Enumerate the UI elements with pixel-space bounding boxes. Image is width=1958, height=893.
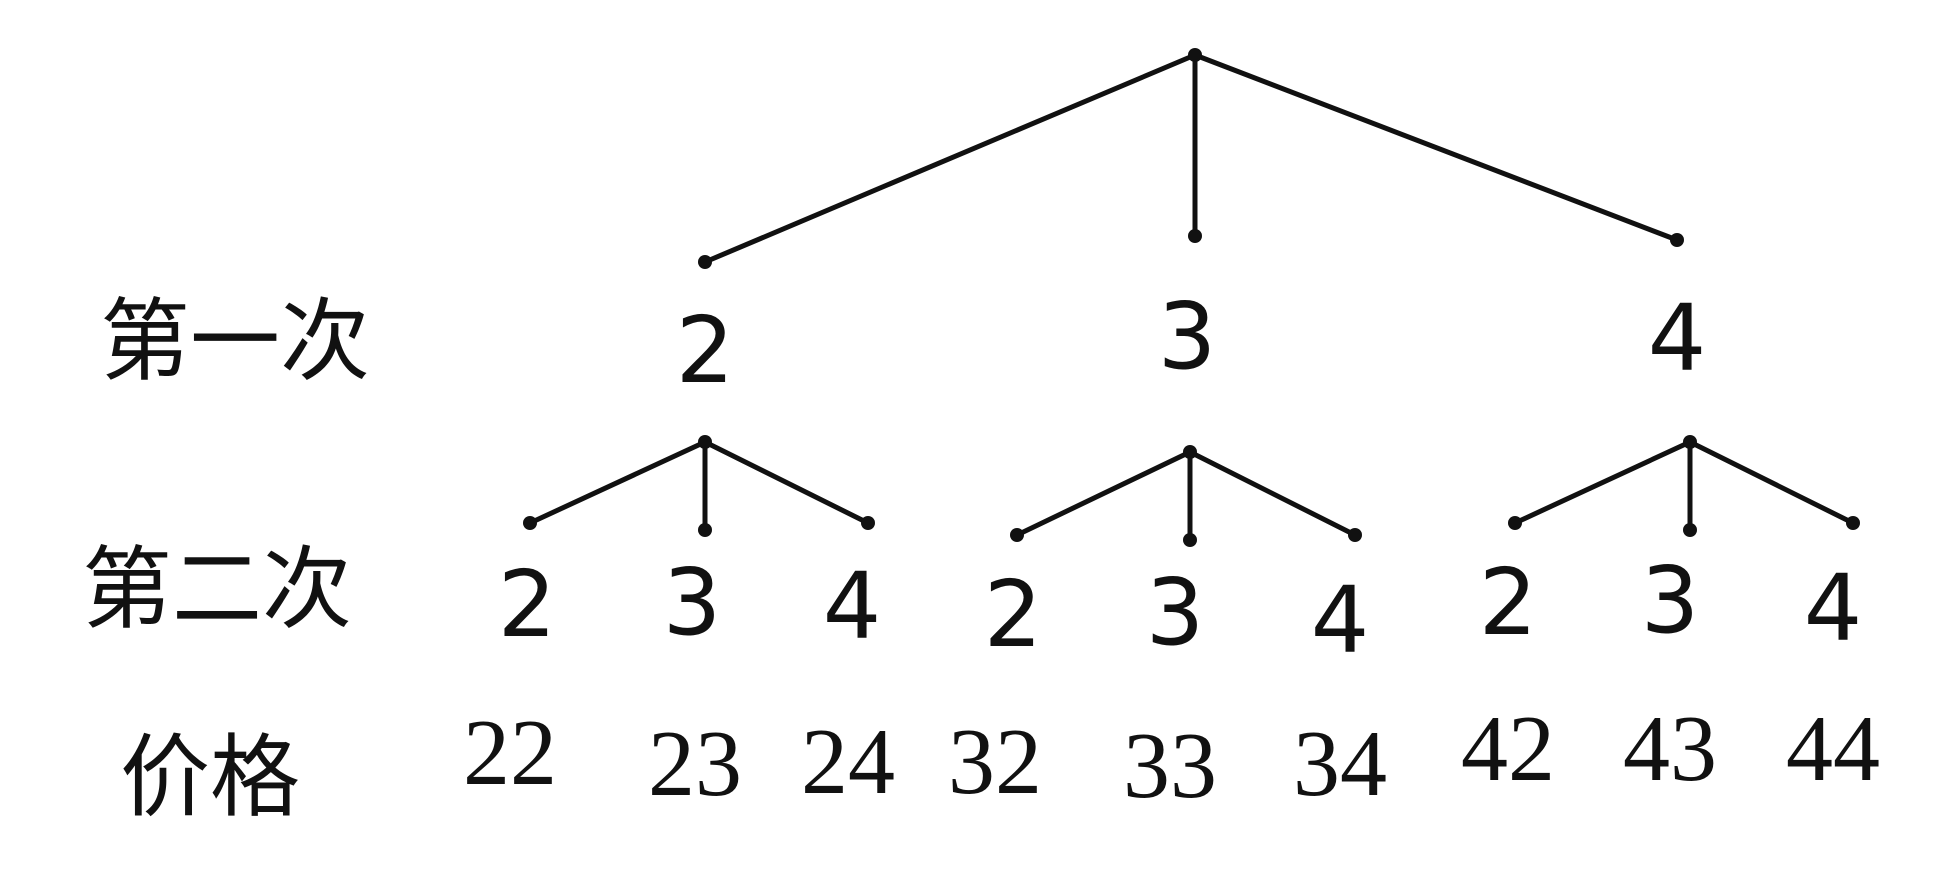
- node-sub-3-tip-2: [1010, 528, 1024, 542]
- first-level-4: 4: [1648, 285, 1707, 392]
- second-level-4-4: 4: [1804, 555, 1863, 662]
- second-level-3-4: 4: [1311, 567, 1370, 674]
- row-label-second: 第二次: [82, 537, 352, 642]
- node-sub-4-tip-2: [1508, 516, 1522, 530]
- node-first-3-tip: [1188, 229, 1202, 243]
- edge-4-to-2: [1512, 439, 1693, 526]
- price-33: 33: [1123, 714, 1217, 818]
- edge-root-to-4: [1192, 52, 1680, 243]
- edge-4-to-4: [1687, 439, 1856, 526]
- node-sub-4-tip-4: [1846, 516, 1860, 530]
- second-level-4-2: 2: [1479, 549, 1538, 656]
- price-43: 43: [1623, 697, 1717, 801]
- price-23: 23: [648, 712, 742, 816]
- node-sub-3-root: [1183, 445, 1197, 459]
- edge-3-to-2: [1014, 449, 1193, 538]
- row-label-first: 第一次: [100, 289, 370, 394]
- first-level-3: 3: [1158, 283, 1217, 390]
- edge-3-to-4: [1187, 449, 1358, 538]
- second-level-2-2: 2: [498, 551, 557, 658]
- node-sub-2-tip-3: [698, 523, 712, 537]
- node-sub-4-root: [1683, 435, 1697, 449]
- price-32: 32: [948, 710, 1042, 814]
- row-label-price: 价格: [120, 725, 300, 830]
- node-sub-3-tip-3: [1183, 533, 1197, 547]
- node-sub-2-root: [698, 435, 712, 449]
- price-24: 24: [801, 710, 895, 814]
- first-level-2: 2: [676, 297, 735, 404]
- node-first-2-tip: [698, 255, 712, 269]
- node-sub-2-tip-4: [861, 516, 875, 530]
- edge-2-to-4: [702, 439, 871, 526]
- price-42: 42: [1461, 697, 1555, 801]
- node-root: [1188, 48, 1202, 62]
- node-sub-4-tip-3: [1683, 523, 1697, 537]
- second-level-4-3: 3: [1641, 547, 1700, 654]
- price-44: 44: [1786, 697, 1880, 801]
- second-level-2-3: 3: [663, 549, 722, 656]
- price-22: 22: [463, 701, 557, 805]
- node-first-4-tip: [1670, 233, 1684, 247]
- second-level-3-3: 3: [1146, 559, 1205, 666]
- price-34: 34: [1293, 712, 1387, 816]
- second-level-2-4: 4: [823, 553, 882, 660]
- edge-root-to-2: [702, 52, 1198, 265]
- node-sub-2-tip-2: [523, 516, 537, 530]
- edge-2-to-2: [527, 439, 708, 526]
- second-level-3-2: 2: [984, 561, 1043, 668]
- node-sub-3-tip-4: [1348, 528, 1362, 542]
